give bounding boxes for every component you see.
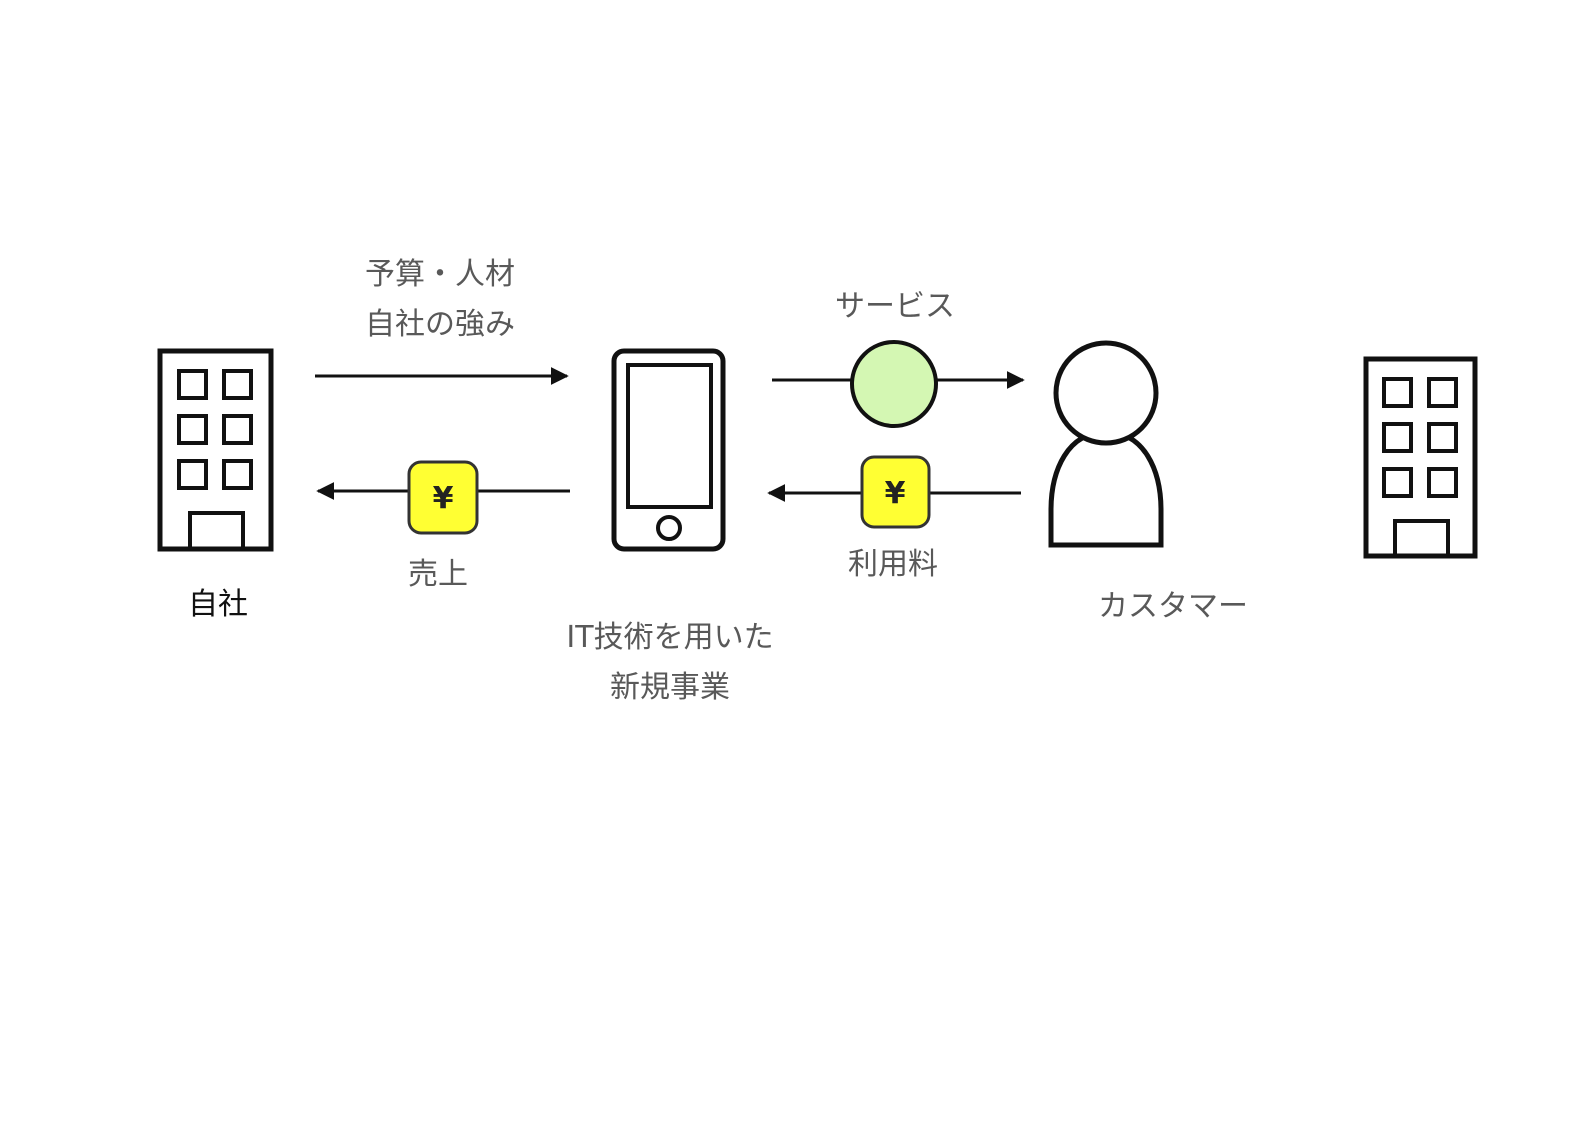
yen-icon: ¥ xyxy=(407,460,479,535)
svg-text:¥: ¥ xyxy=(433,481,454,516)
input-label: 予算・人材 自社の強み xyxy=(340,250,540,350)
company-label: 自社 xyxy=(188,587,248,622)
sales-label: 売上 xyxy=(408,557,468,592)
business-label-line2: 新規事業 xyxy=(610,670,730,705)
svg-text:¥: ¥ xyxy=(885,476,906,511)
input-label-line2: 自社の強み xyxy=(365,307,515,342)
yen-icon: ¥ xyxy=(860,455,931,529)
service-icon xyxy=(850,340,938,428)
smartphone-icon xyxy=(611,348,726,552)
input-label-line1: 予算・人材 xyxy=(365,257,515,292)
fee-label: 利用料 xyxy=(848,547,938,582)
company-building-icon xyxy=(157,348,274,552)
business-label: IT技術を用いた 新規事業 xyxy=(530,613,810,713)
service-label: サービス xyxy=(835,289,955,324)
business-label-line1: IT技術を用いた xyxy=(566,620,774,655)
person-icon xyxy=(1048,340,1164,548)
customer-label: カスタマー xyxy=(1098,589,1248,624)
building-icon xyxy=(1363,356,1478,559)
